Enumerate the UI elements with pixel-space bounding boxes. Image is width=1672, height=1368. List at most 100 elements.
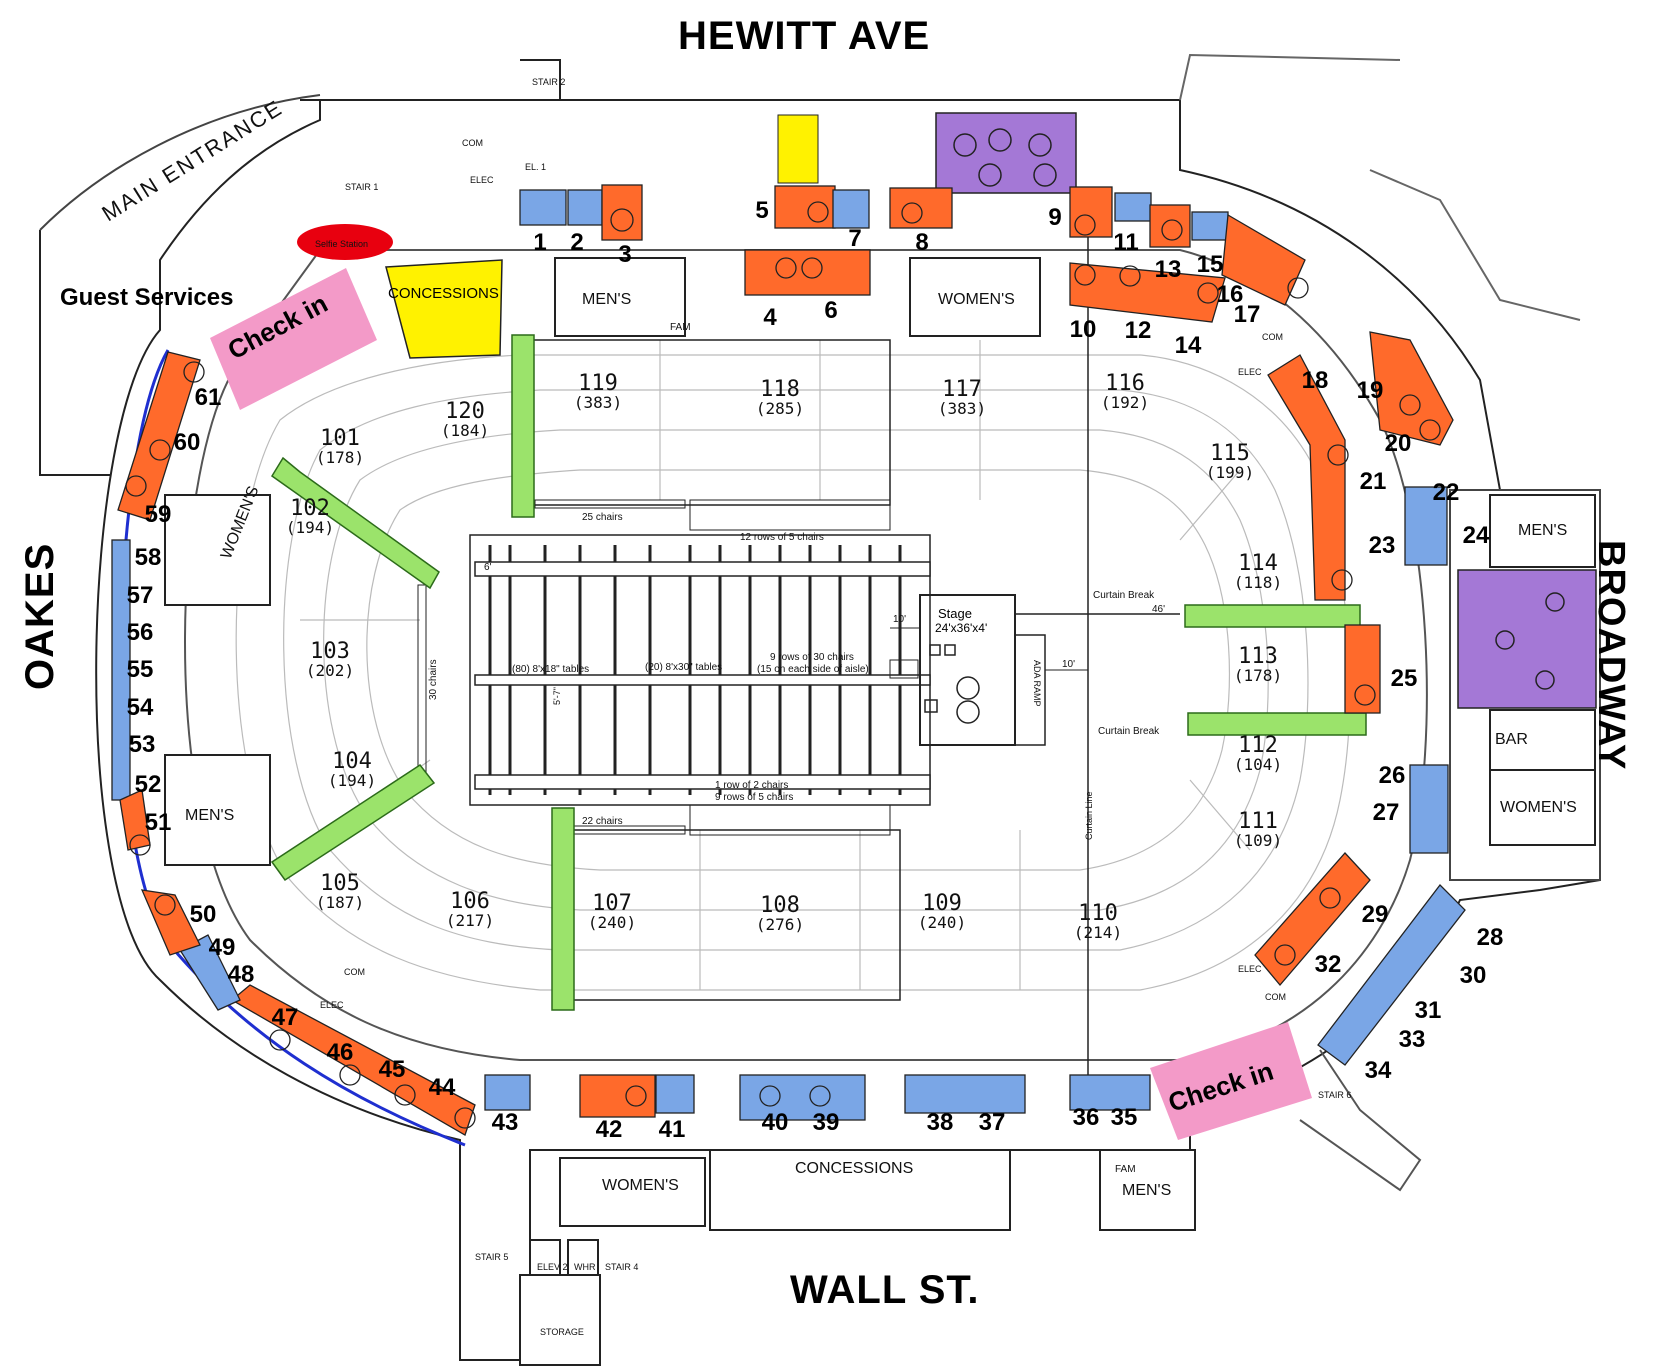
section-101-label: 101	[320, 426, 360, 451]
rows-12x5-label: 12 rows of 5 chairs	[740, 532, 824, 543]
tables-20-label: (20) 8'x30" tables	[645, 662, 722, 673]
womens-room-top	[909, 257, 1041, 337]
elev2-label: ELEV 2	[537, 1262, 568, 1272]
section-110-label: 110	[1078, 901, 1118, 926]
booth-38-number: 38	[927, 1109, 954, 1136]
selfie-station-area	[297, 224, 393, 260]
booth-29-number: 29	[1362, 901, 1389, 928]
booth-45-number: 45	[379, 1056, 406, 1083]
stair6-label: STAIR 6	[1318, 1090, 1351, 1100]
street-label-top: HEWITT AVE	[678, 14, 931, 58]
section-113-label: 113	[1238, 644, 1278, 669]
check-in-right-area	[1150, 1022, 1312, 1140]
fam-bottom-label: FAM	[1115, 1164, 1136, 1175]
section-108-label: 108	[760, 893, 800, 918]
section-114-label: 114	[1238, 551, 1278, 576]
section-106-label: 106	[450, 889, 490, 914]
section-107-label: 107	[592, 891, 632, 916]
booth-27-number: 27	[1373, 799, 1400, 826]
booth-26-number: 26	[1379, 762, 1406, 789]
mens-right-label: MEN'S	[1518, 522, 1567, 539]
booth-18-number: 18	[1302, 367, 1329, 394]
booth-4-number: 4	[763, 304, 777, 331]
booth-49-number: 49	[209, 934, 236, 961]
booth-54-number: 54	[127, 694, 154, 721]
booth-3-number: 3	[618, 241, 631, 268]
booth-21-number: 21	[1360, 468, 1387, 495]
booth-40-number: 40	[762, 1109, 789, 1136]
seating-sections: 101(178)102(194)103(202)104(194)105(187)…	[286, 371, 1282, 942]
ada-ramp-label: ADA RAMP	[1032, 660, 1042, 707]
mens-room-left	[164, 754, 271, 866]
rows-9x5-label: 9 rows of 5 chairs	[715, 792, 793, 803]
guest-services-line: Guest Services	[60, 284, 233, 311]
section-116-capacity: (192)	[1101, 393, 1149, 412]
green-blocks	[270, 334, 1367, 1011]
booth-11-number: 11	[1113, 229, 1138, 256]
rooms	[164, 257, 1596, 1366]
section-115-capacity: (199)	[1206, 463, 1254, 482]
section-109-capacity: (240)	[918, 913, 966, 932]
bar-room	[1489, 709, 1596, 771]
booth-39-number: 39	[813, 1109, 840, 1136]
stage-label: Stage	[938, 606, 972, 621]
booths	[111, 184, 1466, 1136]
booth-2-number: 2	[570, 229, 583, 256]
lounge-right	[1457, 569, 1597, 709]
storage-label: STORAGE	[540, 1327, 584, 1337]
booth-58-number: 58	[135, 544, 162, 571]
booth-24-number: 24	[1463, 522, 1490, 549]
mens-room-top	[554, 257, 686, 337]
yellow-block-top	[777, 114, 819, 184]
section-114-capacity: (118)	[1234, 573, 1282, 592]
booth-47-number: 47	[272, 1004, 299, 1031]
section-102-capacity: (194)	[286, 518, 334, 537]
booth-25-number: 25	[1391, 665, 1418, 692]
booth-7-number: 7	[848, 225, 861, 252]
curtain-break-1-label: Curtain Break	[1093, 590, 1155, 601]
main-entrance-label: MAIN ENTRANCE	[97, 95, 287, 226]
booth-56-number: 56	[127, 619, 154, 646]
section-110-capacity: (214)	[1074, 923, 1122, 942]
dim-46-label: 46'	[1152, 604, 1165, 615]
section-112-label: 112	[1238, 733, 1278, 758]
booth-17-number: 17	[1234, 301, 1261, 328]
dim-5-7-label: 5'-7"	[552, 687, 562, 705]
booth-9-number: 9	[1048, 204, 1061, 231]
womens-room-bottom	[559, 1157, 706, 1227]
rows-9x30-note-label: (15 on each side of aisle)	[757, 664, 869, 675]
dim-6-label: 6'	[484, 562, 492, 573]
concessions-top	[385, 259, 503, 359]
booth-43-number: 43	[492, 1109, 519, 1136]
section-103-capacity: (202)	[306, 661, 354, 680]
booth-markers	[125, 201, 1441, 1129]
storage-room	[519, 1274, 601, 1366]
fam-top-label: FAM	[670, 322, 691, 333]
booth-44-number: 44	[429, 1074, 456, 1101]
elec-top-label: ELEC	[470, 175, 494, 185]
stage-dims-label: 24'x36'x4'	[935, 621, 987, 635]
section-107-capacity: (240)	[588, 913, 636, 932]
whr-label: WHR	[574, 1262, 596, 1272]
womens-room-right	[1489, 769, 1596, 846]
com-right-label: COM	[1262, 332, 1283, 342]
booth-6-number: 6	[824, 297, 837, 324]
booth-20-number: 20	[1385, 430, 1412, 457]
floor-setup	[417, 190, 1180, 1085]
booth-46-number: 46	[327, 1039, 354, 1066]
lounges	[935, 112, 1597, 709]
elec-right-label: ELEC	[1238, 367, 1262, 377]
booth-33-number: 33	[1399, 1026, 1426, 1053]
booth-48-number: 48	[228, 961, 255, 988]
dim-10a-label: 10'	[893, 614, 906, 625]
stair2-label: STAIR 2	[532, 77, 565, 87]
elec-br-label: ELEC	[1238, 964, 1262, 974]
dim-10b-label: 10'	[1062, 659, 1075, 670]
section-111-label: 111	[1238, 809, 1278, 834]
street-label-right: BROADWAY	[1590, 540, 1632, 771]
section-105-label: 105	[320, 871, 360, 896]
section-108-capacity: (276)	[756, 915, 804, 934]
booth-59-number: 59	[145, 501, 172, 528]
curtain-break-2-label: Curtain Break	[1098, 726, 1160, 737]
